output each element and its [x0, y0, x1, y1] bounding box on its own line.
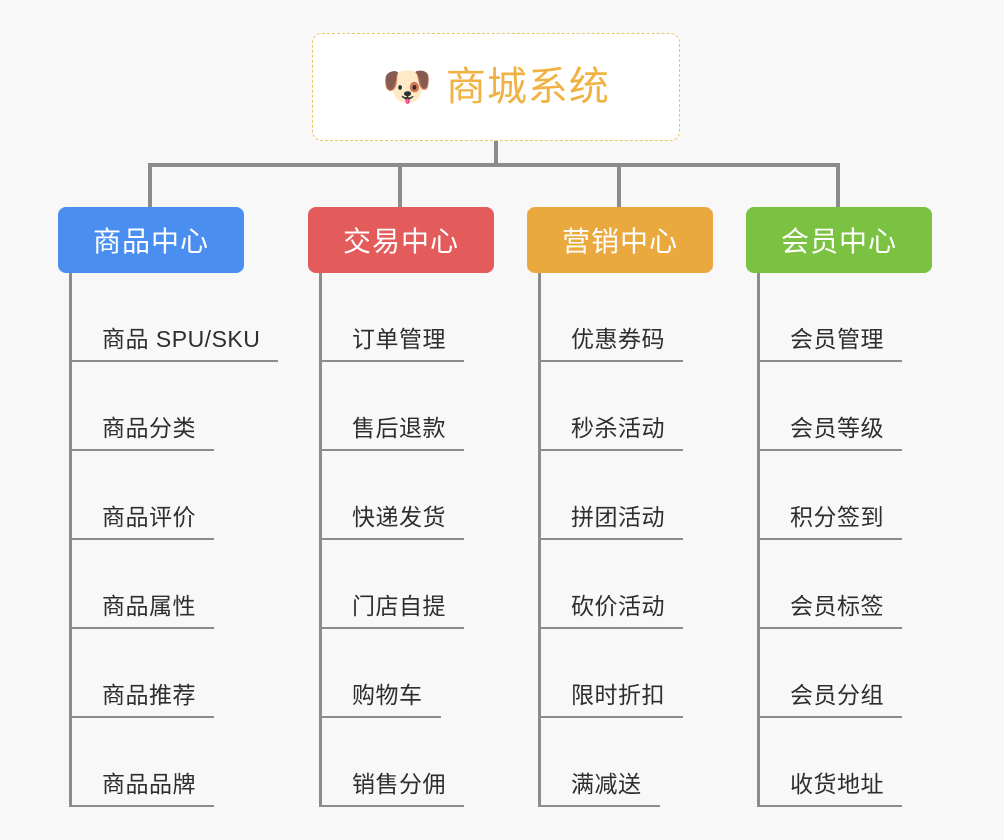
dog-face-icon: 🐶: [382, 64, 432, 110]
leaf-label: 售后退款: [352, 415, 446, 441]
leaf-list-product: 商品 SPU/SKU 商品分类 商品评价 商品属性 商品推荐 商品品牌: [69, 273, 279, 807]
category-column-marketing: 营销中心 优惠券码 秒杀活动 拼团活动 砍价活动 限时折扣 满减送: [527, 207, 713, 807]
leaf-label: 商品分类: [102, 415, 196, 441]
connector-drop-column-2: [617, 163, 621, 209]
leaf-label: 满减送: [571, 771, 642, 797]
list-item[interactable]: 商品 SPU/SKU: [72, 273, 279, 362]
list-item[interactable]: 优惠券码: [541, 273, 713, 362]
category-header-label: 商品中心: [92, 226, 209, 257]
list-item[interactable]: 快递发货: [322, 451, 494, 540]
leaf-label: 商品品牌: [102, 771, 196, 797]
leaf-label: 拼团活动: [571, 504, 665, 530]
leaf-label: 会员标签: [790, 593, 884, 619]
category-column-product: 商品中心 商品 SPU/SKU 商品分类 商品评价 商品属性 商品推荐 商品品牌: [58, 207, 279, 807]
leaf-label: 收货地址: [790, 771, 884, 797]
list-item[interactable]: 商品推荐: [72, 629, 278, 718]
list-item[interactable]: 商品品牌: [72, 718, 278, 807]
category-header-label: 交易中心: [342, 226, 459, 257]
list-item[interactable]: 拼团活动: [541, 451, 713, 540]
leaf-label: 砍价活动: [571, 593, 665, 619]
list-item[interactable]: 商品评价: [72, 451, 278, 540]
list-item[interactable]: 收货地址: [760, 718, 932, 807]
list-item[interactable]: 砍价活动: [541, 540, 713, 629]
leaf-label: 商品属性: [102, 593, 196, 619]
category-header-transaction[interactable]: 交易中心: [308, 207, 494, 273]
list-item[interactable]: 会员等级: [760, 362, 932, 451]
root-node-title: 商城系统: [445, 65, 610, 109]
list-item[interactable]: 积分签到: [760, 451, 932, 540]
leaf-label: 会员等级: [790, 415, 884, 441]
leaf-label: 商品评价: [102, 504, 196, 530]
connector-drop-column-3: [836, 163, 840, 209]
category-header-product[interactable]: 商品中心: [58, 207, 244, 273]
leaf-label: 优惠券码: [571, 326, 665, 352]
leaf-list-transaction: 订单管理 售后退款 快递发货 门店自提 购物车 销售分佣: [319, 273, 494, 807]
category-header-label: 会员中心: [780, 226, 897, 257]
leaf-label: 销售分佣: [352, 771, 446, 797]
list-item[interactable]: 门店自提: [322, 540, 494, 629]
list-item[interactable]: 售后退款: [322, 362, 494, 451]
category-header-marketing[interactable]: 营销中心: [527, 207, 713, 273]
leaf-label: 订单管理: [352, 326, 446, 352]
leaf-label: 快递发货: [352, 504, 446, 530]
connector-drop-column-0: [148, 163, 152, 209]
list-item[interactable]: 满减送: [541, 718, 713, 807]
leaf-label: 门店自提: [352, 593, 446, 619]
category-column-transaction: 交易中心 订单管理 售后退款 快递发货 门店自提 购物车 销售分佣: [308, 207, 494, 807]
list-item[interactable]: 限时折扣: [541, 629, 713, 718]
list-item[interactable]: 商品分类: [72, 362, 278, 451]
leaf-label: 秒杀活动: [571, 415, 665, 441]
category-header-member[interactable]: 会员中心: [746, 207, 932, 273]
list-item[interactable]: 订单管理: [322, 273, 494, 362]
leaf-label: 积分签到: [790, 504, 884, 530]
connector-horizontal-bar: [148, 163, 840, 167]
leaf-label: 会员管理: [790, 326, 884, 352]
root-node-mall-system[interactable]: 🐶 商城系统: [312, 33, 680, 141]
list-item[interactable]: 销售分佣: [322, 718, 494, 807]
category-column-member: 会员中心 会员管理 会员等级 积分签到 会员标签 会员分组 收货地址: [746, 207, 932, 807]
leaf-list-member: 会员管理 会员等级 积分签到 会员标签 会员分组 收货地址: [757, 273, 932, 807]
connector-root-stem: [494, 141, 498, 167]
list-item[interactable]: 会员标签: [760, 540, 932, 629]
leaf-label: 商品推荐: [102, 682, 196, 708]
leaf-label: 限时折扣: [571, 682, 665, 708]
list-item[interactable]: 会员分组: [760, 629, 932, 718]
leaf-list-marketing: 优惠券码 秒杀活动 拼团活动 砍价活动 限时折扣 满减送: [538, 273, 713, 807]
list-item[interactable]: 会员管理: [760, 273, 932, 362]
list-item[interactable]: 秒杀活动: [541, 362, 713, 451]
leaf-label: 会员分组: [790, 682, 884, 708]
list-item[interactable]: 商品属性: [72, 540, 278, 629]
category-header-label: 营销中心: [561, 226, 678, 257]
leaf-label: 商品 SPU/SKU: [102, 326, 261, 352]
leaf-label: 购物车: [352, 682, 423, 708]
list-item[interactable]: 购物车: [322, 629, 494, 718]
connector-drop-column-1: [398, 163, 402, 209]
